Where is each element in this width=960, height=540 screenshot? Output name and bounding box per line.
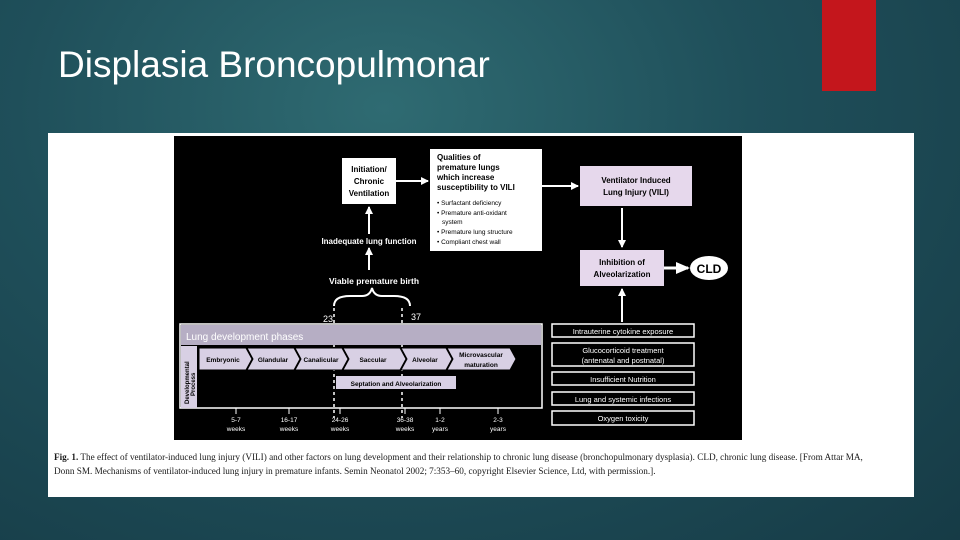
timeline-5a: 1-2 — [435, 417, 445, 424]
qualities-box: Qualities of premature lungs which incre… — [430, 149, 542, 251]
week-23-label: 23 — [323, 314, 333, 324]
factor-2a: Glucocorticoid treatment — [582, 346, 664, 355]
dev-process-1: Developmental — [185, 361, 191, 404]
qualities-title-1: Qualities of — [437, 153, 481, 162]
timeline-6b: years — [490, 426, 507, 433]
microvascular-1: Microvascular — [459, 352, 503, 359]
timeline-labels: 5-7 weeks 16-17 weeks 24-26 weeks 36-38 … — [226, 417, 507, 433]
qualities-title-3: which increase — [436, 173, 495, 182]
factor-1: Intrauterine cytokine exposure — [573, 327, 673, 336]
cld-label: CLD — [697, 262, 722, 276]
inhibition-box: Inhibition of Alveolarization — [580, 250, 664, 286]
diagram-svg: Initiation/ Chronic Ventilation Qualitie… — [179, 149, 728, 433]
initiation-box: Initiation/ Chronic Ventilation — [342, 158, 396, 204]
figure-panel: Initiation/ Chronic Ventilation Qualitie… — [48, 133, 914, 497]
timeline-3a: 24-26 — [332, 417, 349, 424]
accent-bar — [822, 0, 876, 91]
septation-label: Septation and Alveolarization — [351, 381, 442, 388]
qualities-item-2: • Premature anti-oxidant — [437, 210, 507, 217]
timeline-ticks — [235, 408, 499, 414]
viable-label: Viable premature birth — [329, 276, 419, 286]
timeline-1a: 5-7 — [231, 417, 241, 424]
lung-phases-title: Lung development phases — [186, 332, 303, 343]
inhibition-line-2: Alveolarization — [594, 270, 651, 279]
timeline-4b: weeks — [395, 426, 415, 433]
caption-label: Fig. 1. — [54, 452, 79, 462]
phase-embryonic: Embryonic — [206, 357, 240, 364]
initiation-line-2: Chronic — [354, 177, 385, 186]
qualities-item-4: • Premature lung structure — [437, 229, 513, 236]
timeline-4a: 36-38 — [397, 417, 414, 424]
lung-phases-panel: Lung development phases Developmental Pr… — [179, 323, 543, 409]
timeline-5b: years — [432, 426, 449, 433]
figure-caption: Fig. 1. The effect of ventilator-induced… — [54, 450, 864, 478]
qualities-title-4: susceptibility to VILI — [437, 183, 515, 192]
gestation-brace — [333, 287, 411, 307]
phase-saccular: Saccular — [359, 357, 387, 364]
timeline-2b: weeks — [279, 426, 299, 433]
phase-glandular: Glandular — [258, 357, 289, 364]
qualities-item-3: system — [442, 219, 463, 226]
factor-3: Insufficient Nutrition — [590, 375, 656, 384]
factor-5: Oxygen toxicity — [598, 414, 649, 423]
inhibition-line-1: Inhibition of — [599, 258, 645, 267]
cld-node: CLD — [690, 256, 728, 280]
microvascular-2: maturation — [464, 362, 498, 369]
initiation-line-1: Initiation/ — [351, 165, 387, 174]
inadequate-label: Inadequate lung function — [321, 237, 416, 246]
qualities-item-5: • Compliant chest wall — [437, 239, 501, 246]
initiation-line-3: Ventilation — [349, 189, 390, 198]
phase-chevrons — [198, 347, 517, 371]
qualities-title-2: premature lungs — [437, 163, 500, 172]
vili-line-1: Ventilator Induced — [601, 176, 670, 185]
factor-boxes: Intrauterine cytokine exposure Glucocort… — [551, 323, 695, 426]
slide-title: Displasia Broncopulmonar — [58, 44, 490, 85]
diagram: Initiation/ Chronic Ventilation Qualitie… — [174, 136, 742, 440]
phase-alveolar: Alveolar — [412, 357, 438, 364]
phase-canalicular: Canalicular — [303, 357, 339, 364]
timeline-3b: weeks — [330, 426, 350, 433]
factor-4: Lung and systemic infections — [575, 395, 672, 404]
timeline-2a: 16-17 — [281, 417, 298, 424]
vili-box: Ventilator Induced Lung Injury (VILI) — [580, 166, 692, 206]
timeline-1b: weeks — [226, 426, 246, 433]
timeline-6a: 2-3 — [493, 417, 503, 424]
flow-arrows — [365, 177, 690, 322]
factor-2b: (antenatal and postnatal) — [582, 356, 665, 365]
week-37-label: 37 — [411, 312, 421, 322]
vili-line-2: Lung Injury (VILI) — [603, 188, 669, 197]
qualities-item-1: • Surfactant deficiency — [437, 200, 502, 207]
caption-text: The effect of ventilator-induced lung in… — [54, 452, 863, 476]
dev-process-2: Process — [191, 372, 197, 396]
